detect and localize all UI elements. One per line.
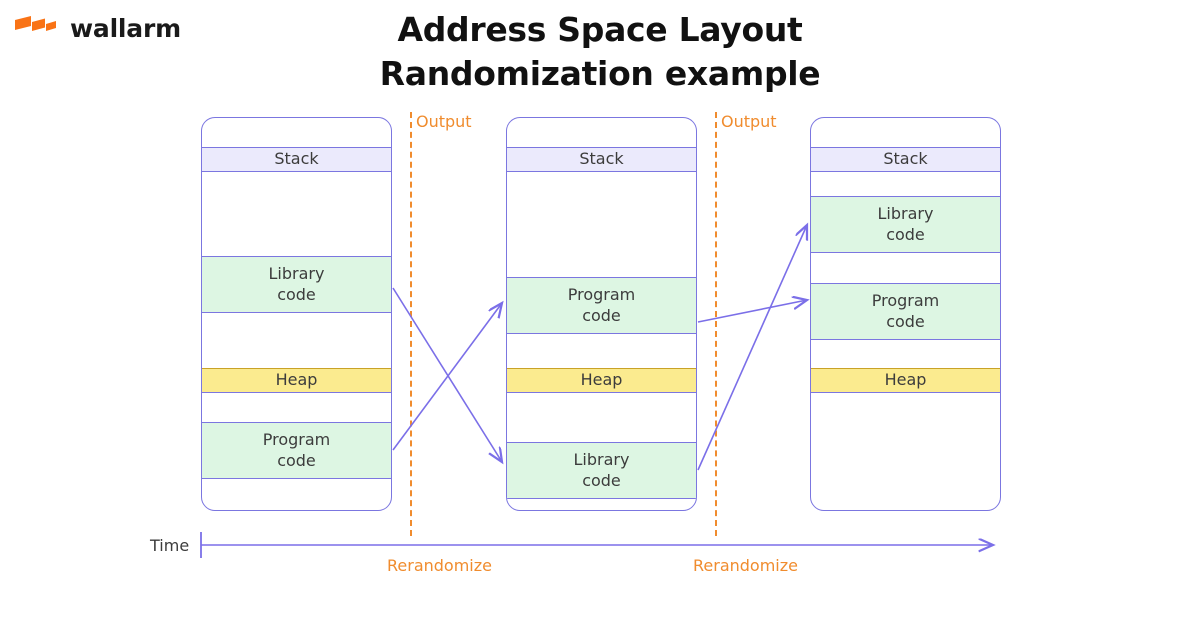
brand-name: wallarm — [70, 13, 181, 43]
memory-band-heap: Heap — [507, 368, 696, 393]
output-label-2: Output — [721, 112, 777, 131]
memory-band-heap: Heap — [811, 368, 1000, 393]
time-axis-label: Time — [150, 536, 190, 555]
memory-column-3: Stack Library code Program code Heap — [810, 117, 1001, 511]
brand-logo: wallarm — [14, 14, 181, 42]
output-separator-2 — [715, 112, 717, 536]
memory-band-program-code: Program code — [507, 277, 696, 334]
memory-band-stack: Stack — [202, 147, 391, 172]
wallarm-lightning-logo-icon — [14, 14, 60, 42]
memory-band-stack: Stack — [507, 147, 696, 172]
rerandomize-label-2: Rerandomize — [693, 556, 798, 575]
memory-band-library-code: Library code — [811, 196, 1000, 253]
rerandomize-label-1: Rerandomize — [387, 556, 492, 575]
memory-column-2: Stack Program code Heap Library code — [506, 117, 697, 511]
page-title: Address Space Layout Randomization examp… — [0, 8, 1200, 95]
memory-band-program-code: Program code — [811, 283, 1000, 340]
memory-band-program-code: Program code — [202, 422, 391, 479]
output-separator-1 — [410, 112, 412, 536]
output-label-1: Output — [416, 112, 472, 131]
memory-band-heap: Heap — [202, 368, 391, 393]
memory-column-1: Stack Library code Heap Program code — [201, 117, 392, 511]
memory-band-library-code: Library code — [507, 442, 696, 499]
memory-band-stack: Stack — [811, 147, 1000, 172]
page-title-line-1: Address Space Layout — [397, 10, 803, 49]
page-title-line-2: Randomization example — [379, 53, 821, 93]
memory-band-library-code: Library code — [202, 256, 391, 313]
